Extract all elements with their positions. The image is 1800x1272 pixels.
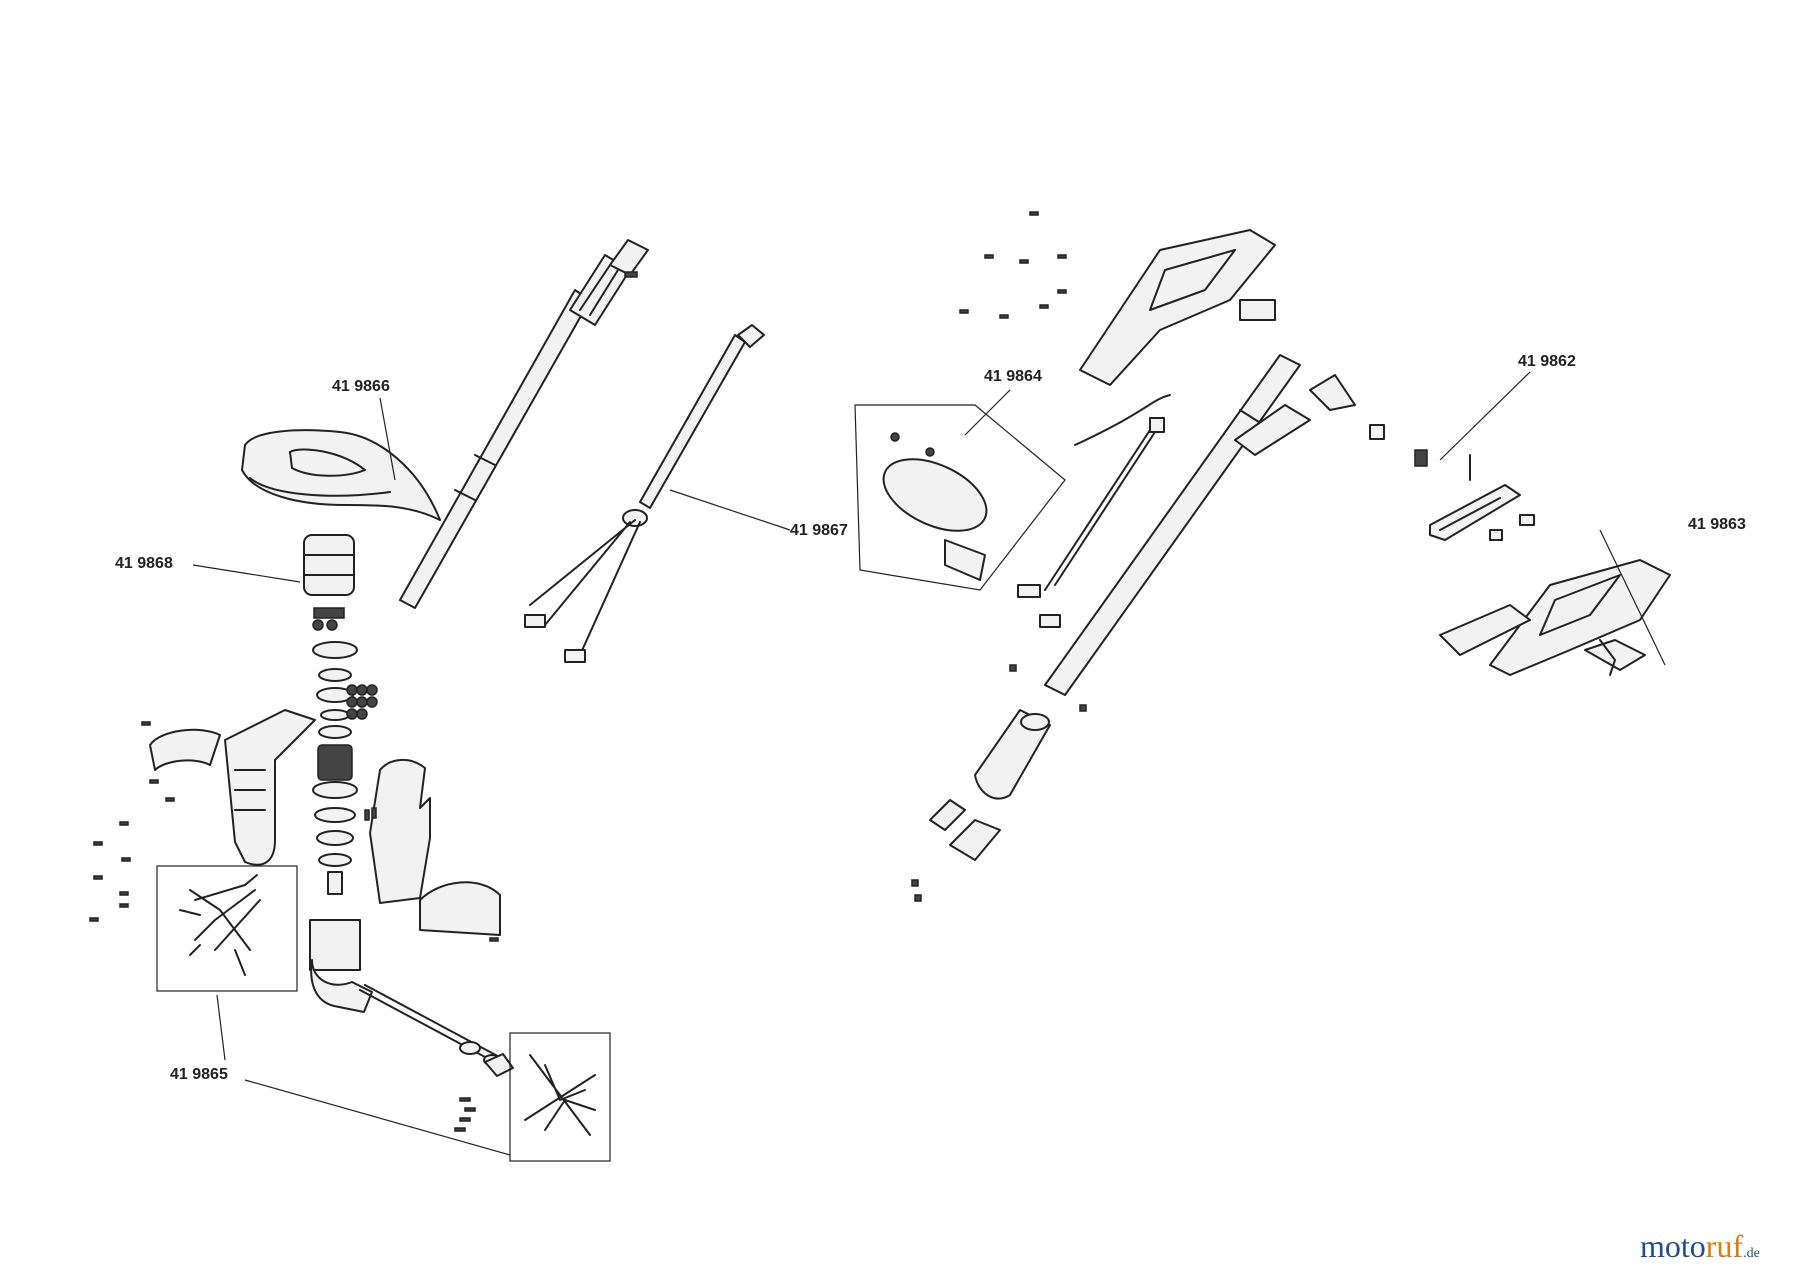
grip-part <box>929 709 1051 861</box>
gear-stack-part <box>309 619 378 1013</box>
part-label-419865: 41 9865 <box>170 1066 228 1083</box>
part-label-419862: 41 9862 <box>1518 353 1576 370</box>
main-shaft-part <box>1017 354 1356 696</box>
debris-guard-part <box>241 429 441 521</box>
part-label-419864: 41 9864 <box>984 368 1042 385</box>
trigger-part <box>1369 424 1535 541</box>
motor-part <box>303 534 355 619</box>
cable-harness-part <box>524 324 765 663</box>
screw-set-right <box>911 211 1087 902</box>
leader-lines <box>192 371 1666 1156</box>
rear-handle-part <box>1439 559 1671 676</box>
logo-text-ruf: ruf <box>1705 1228 1744 1264</box>
motoruf-logo: motoruf.de <box>1640 1228 1760 1265</box>
logo-text-tld: .de <box>1743 1246 1760 1261</box>
screw-set-left <box>89 721 499 1132</box>
part-label-419867: 41 9867 <box>790 522 848 539</box>
tine-box-lower <box>509 1032 611 1162</box>
part-label-419863: 41 9863 <box>1688 516 1746 533</box>
gearbox-housing-left <box>149 709 501 936</box>
logo-text-moto: moto <box>1640 1228 1706 1264</box>
upper-handle-part <box>1079 229 1276 386</box>
part-label-419866: 41 9866 <box>332 378 390 395</box>
tine-box-upper <box>156 865 298 992</box>
part-label-419868: 41 9868 <box>115 555 173 572</box>
upper-shaft-part <box>399 239 649 609</box>
tine-shaft-part <box>359 984 514 1077</box>
handle-part-box <box>854 404 1066 591</box>
